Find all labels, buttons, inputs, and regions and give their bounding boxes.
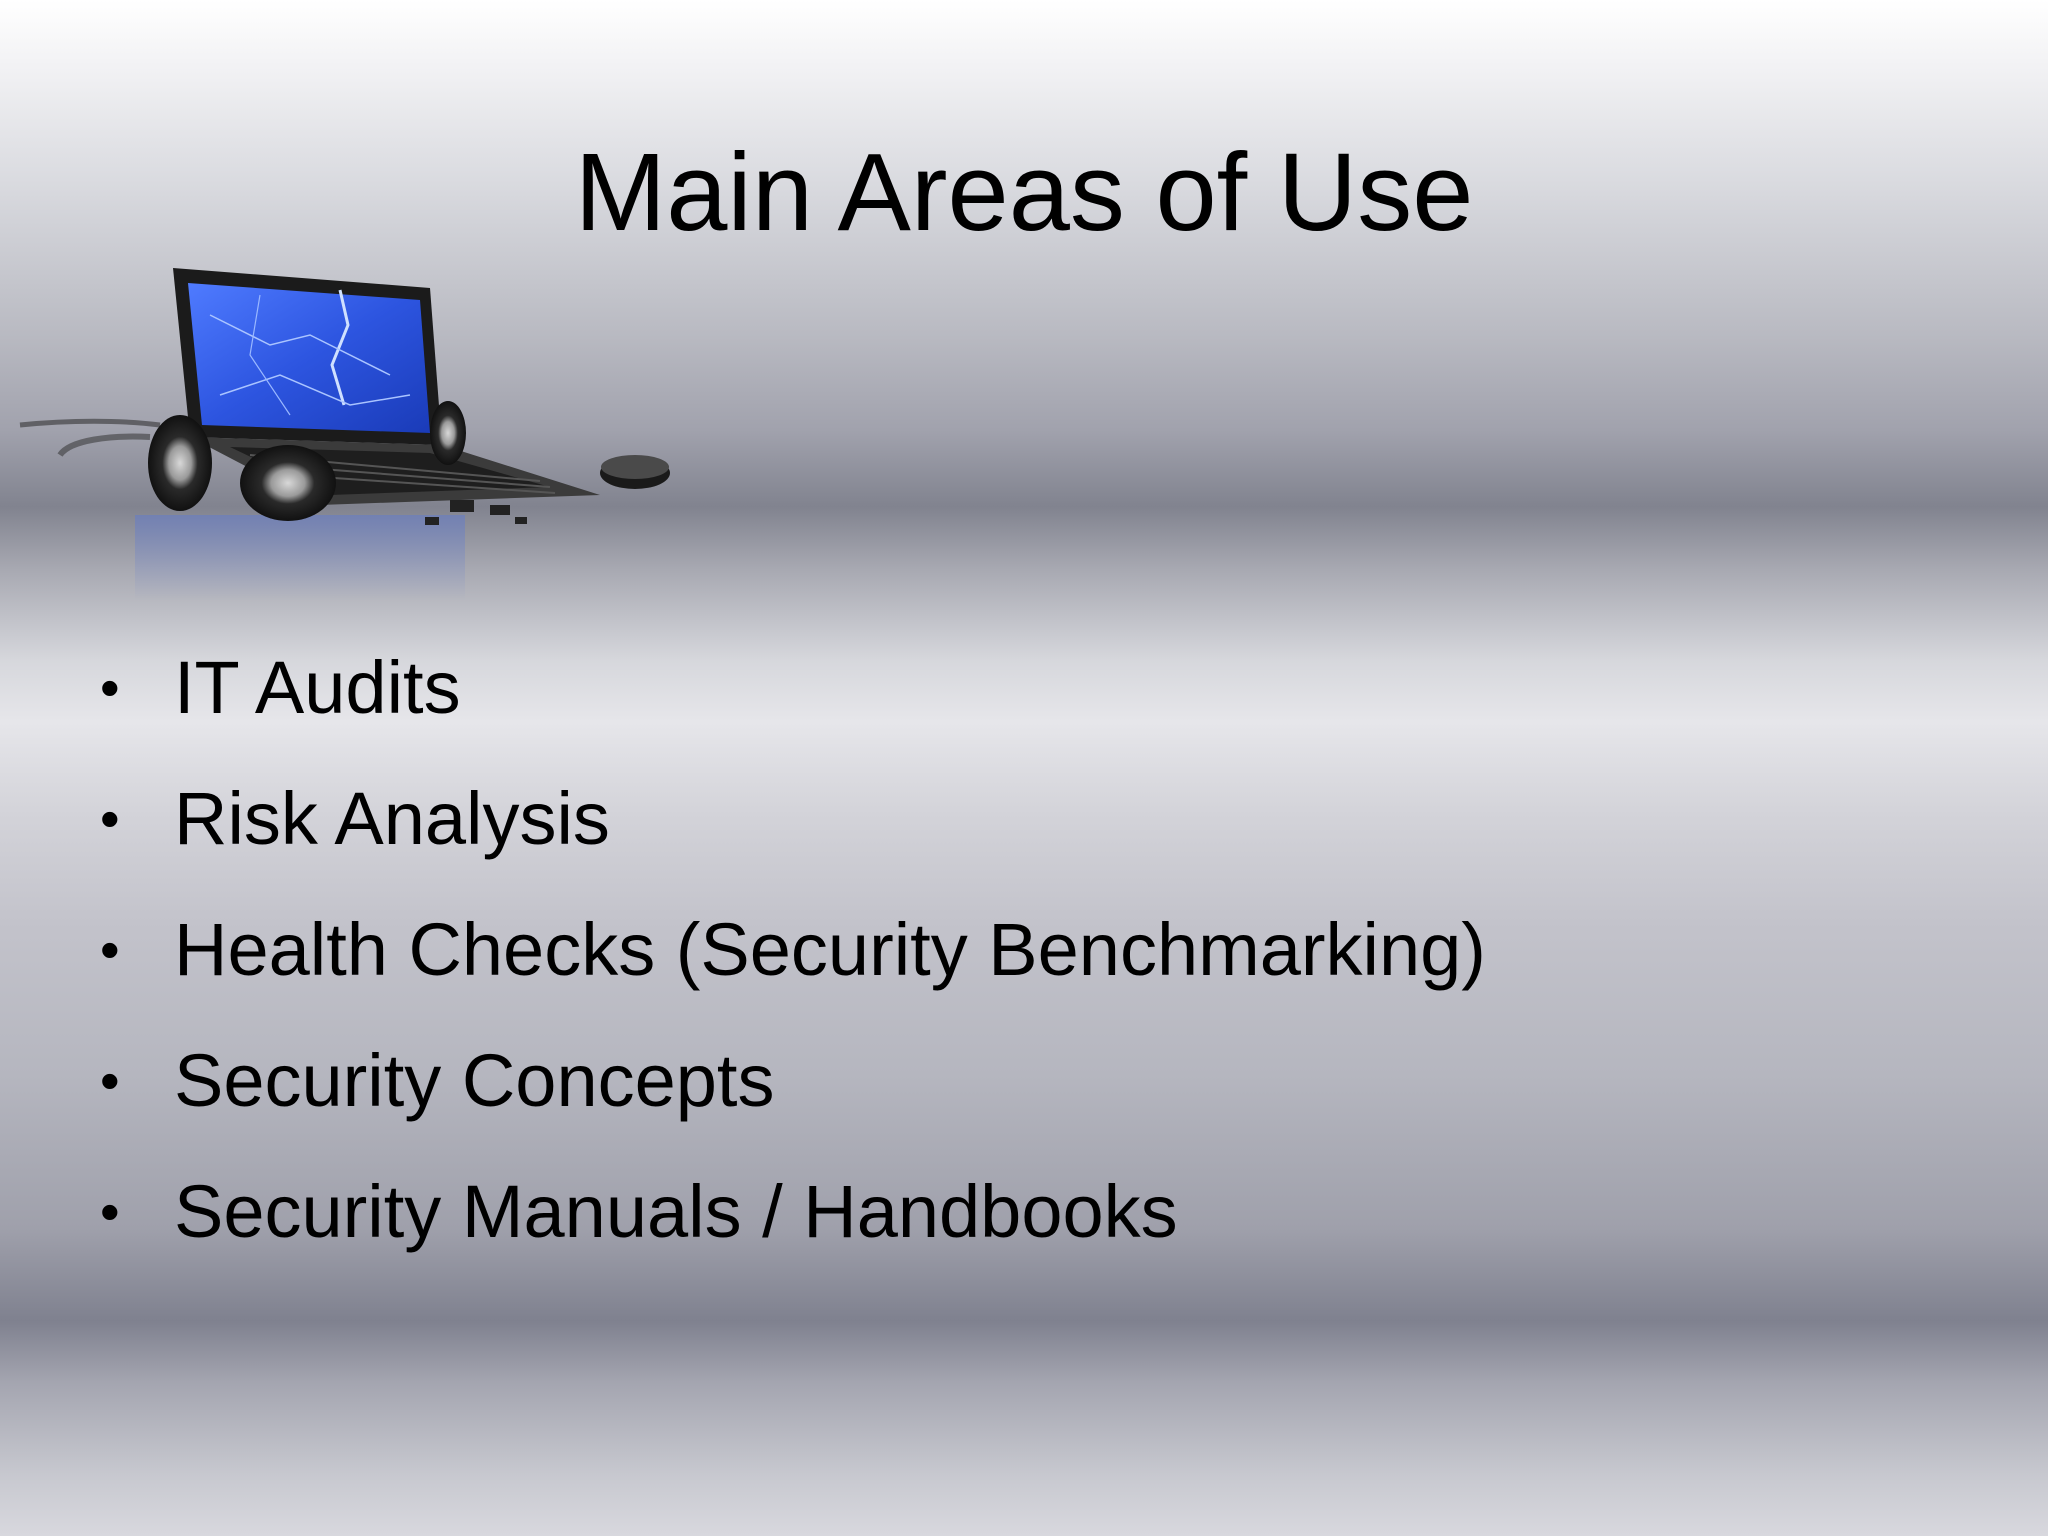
broken-laptop-with-wheels-icon xyxy=(19,268,670,600)
bullet-icon: • xyxy=(100,656,120,719)
list-item: • Risk Analysis xyxy=(92,753,1486,884)
bullet-icon: • xyxy=(100,918,120,981)
list-item-text: IT Audits xyxy=(174,646,461,729)
list-item: • Security Concepts xyxy=(92,1015,1486,1146)
list-item: • IT Audits xyxy=(92,622,1486,753)
list-item-text: Security Concepts xyxy=(174,1039,775,1122)
bullet-icon: • xyxy=(100,1049,120,1112)
list-item-text: Risk Analysis xyxy=(174,777,610,860)
list-item: • Health Checks (Security Benchmarking) xyxy=(92,884,1486,1015)
list-item: • Security Manuals / Handbooks xyxy=(92,1146,1486,1277)
slide-title-text: Main Areas of Use xyxy=(574,131,1474,254)
bullet-icon: • xyxy=(100,787,120,850)
slide-title: Main Areas of Use xyxy=(0,128,2048,258)
bullet-icon: • xyxy=(100,1180,120,1243)
list-item-text: Health Checks (Security Benchmarking) xyxy=(174,908,1486,991)
list-item-text: Security Manuals / Handbooks xyxy=(174,1170,1178,1253)
bullet-list: • IT Audits • Risk Analysis • Health Che… xyxy=(92,622,1486,1277)
